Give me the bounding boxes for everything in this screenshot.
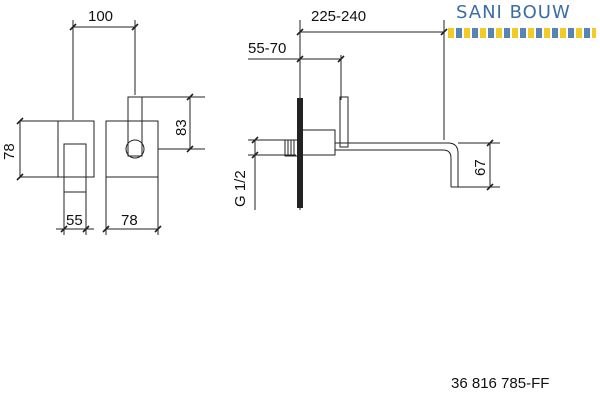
dim-front-height-left: 78: [1, 143, 18, 160]
part-number: 36 816 785-FF: [451, 375, 550, 392]
front-plate-left: [57, 120, 95, 178]
brand-logo-stripes: [448, 28, 596, 38]
side-spout: [335, 142, 459, 187]
front-lever-left: [63, 143, 87, 193]
dim-spout-height: 67: [472, 159, 489, 176]
side-wall-plate: [297, 98, 303, 208]
side-lever: [339, 96, 349, 148]
dim-front-height-right: 83: [173, 119, 190, 136]
front-plate-right: [105, 120, 159, 178]
dim-side-projection: 55-70: [248, 40, 286, 57]
brand-logo-text: SANI BOUW: [456, 2, 571, 23]
dim-side-total-length: 225-240: [311, 8, 366, 25]
brand-logo: SANI BOUW: [448, 2, 596, 42]
dim-front-width: 100: [88, 8, 113, 25]
side-mixer-body: [301, 129, 336, 156]
front-lever-right: [127, 96, 143, 157]
dim-front-bottom-left: 55: [66, 212, 83, 229]
dim-front-bottom-right: 78: [121, 212, 138, 229]
front-spout-outlet: [125, 139, 145, 159]
dim-thread: G 1/2: [232, 170, 249, 207]
